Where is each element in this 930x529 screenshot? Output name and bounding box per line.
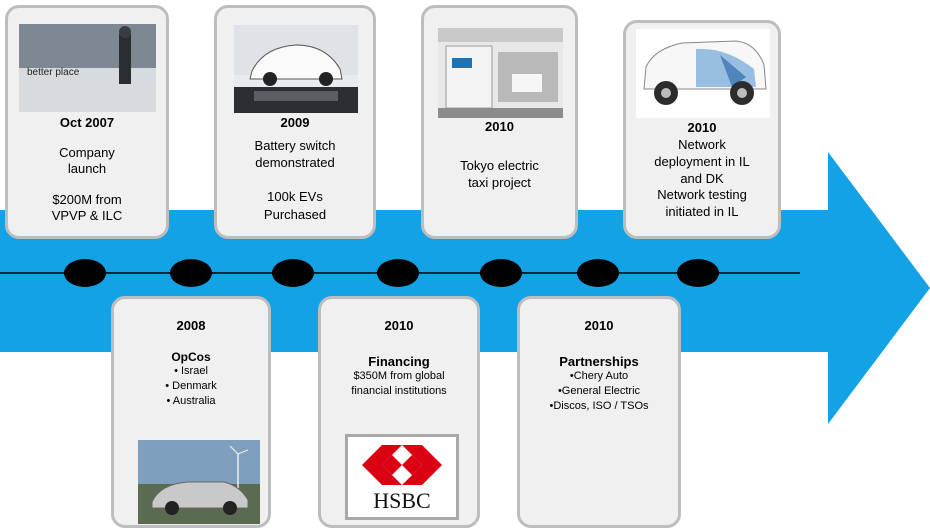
milestone-item: •Discos, ISO / TSOs bbox=[549, 400, 649, 412]
milestone-card-2010-financing: 2010 Financing $350M from global financi… bbox=[318, 296, 480, 528]
milestone-card-2008: 2008 OpCos • Israel • Denmark • Australi… bbox=[111, 296, 271, 528]
milestone-year: 2010 bbox=[485, 119, 514, 134]
car-image-icon bbox=[234, 25, 358, 113]
milestone-heading: Partnerships bbox=[559, 354, 639, 369]
milestone-text: Purchased bbox=[263, 207, 327, 222]
milestone-item: • Israel bbox=[174, 365, 208, 377]
timeline-dot bbox=[577, 259, 619, 287]
timeline-dot bbox=[480, 259, 522, 287]
timeline-dot bbox=[170, 259, 212, 287]
milestone-item: $350M from global bbox=[353, 370, 445, 382]
timeline-dot bbox=[64, 259, 106, 287]
milestone-year: 2010 bbox=[584, 318, 614, 333]
windmill-car-icon bbox=[138, 440, 260, 524]
milestone-text: Network bbox=[678, 137, 726, 152]
milestone-heading: Financing bbox=[368, 354, 430, 369]
hsbc-logo: HSBC bbox=[345, 434, 459, 520]
tokyo-taxi-photo bbox=[438, 28, 563, 118]
milestone-text: Tokyo electric bbox=[460, 158, 539, 173]
milestone-text: taxi project bbox=[468, 175, 531, 190]
timeline-dot bbox=[677, 259, 719, 287]
battery-switch-photo bbox=[234, 25, 358, 113]
milestone-text: Network testing bbox=[657, 187, 747, 202]
hsbc-logo-text: HSBC bbox=[373, 488, 431, 513]
presenter-image-icon bbox=[19, 24, 156, 112]
milestone-card-2010-partnerships: 2010 Partnerships •Chery Auto •General E… bbox=[517, 296, 681, 528]
milestone-text: initiated in IL bbox=[665, 204, 739, 219]
milestone-text: launch bbox=[67, 161, 107, 176]
branded-car-icon bbox=[643, 40, 767, 105]
milestone-card-2010-tokyo: 2010 Tokyo electric taxi project bbox=[421, 5, 578, 239]
hsbc-hexagon-icon bbox=[362, 445, 442, 485]
photo-caption: better place bbox=[27, 67, 80, 78]
milestone-text: and DK bbox=[680, 171, 724, 186]
timeline-dot bbox=[377, 259, 419, 287]
company-launch-photo: better place bbox=[19, 24, 156, 112]
station-image-icon bbox=[438, 28, 563, 118]
milestone-text: VPVP & ILC bbox=[51, 208, 123, 223]
network-car-photo bbox=[636, 29, 770, 118]
milestone-text: deployment in IL bbox=[654, 154, 750, 169]
milestone-text: demonstrated bbox=[255, 155, 335, 170]
milestone-year: 2010 bbox=[384, 318, 414, 333]
milestone-text: $200M from bbox=[52, 192, 122, 207]
milestone-item: •Chery Auto bbox=[569, 370, 629, 382]
milestone-heading: OpCos bbox=[171, 350, 211, 364]
milestone-card-2009: 2009 Battery switch demonstrated 100k EV… bbox=[214, 5, 376, 239]
milestone-year: 2010 bbox=[687, 120, 717, 135]
timeline-dot bbox=[272, 259, 314, 287]
milestone-item: financial institutions bbox=[351, 385, 447, 397]
milestone-text: Company bbox=[59, 145, 115, 160]
milestone-year: 2008 bbox=[176, 318, 206, 333]
milestone-item: • Denmark bbox=[165, 380, 217, 392]
milestone-item: • Australia bbox=[166, 395, 216, 407]
milestone-card-2007: better place Oct 2007 Company launch $20… bbox=[5, 5, 169, 239]
milestone-text: 100k EVs bbox=[267, 189, 323, 204]
milestone-year: 2009 bbox=[280, 115, 310, 130]
milestone-item: •General Electric bbox=[557, 385, 641, 397]
milestone-card-2010-network: 2010 Network deployment in IL and DK Net… bbox=[623, 20, 781, 239]
milestone-year: Oct 2007 bbox=[59, 115, 115, 130]
milestone-text: Battery switch bbox=[254, 138, 336, 153]
opcos-car-photo bbox=[138, 440, 260, 524]
